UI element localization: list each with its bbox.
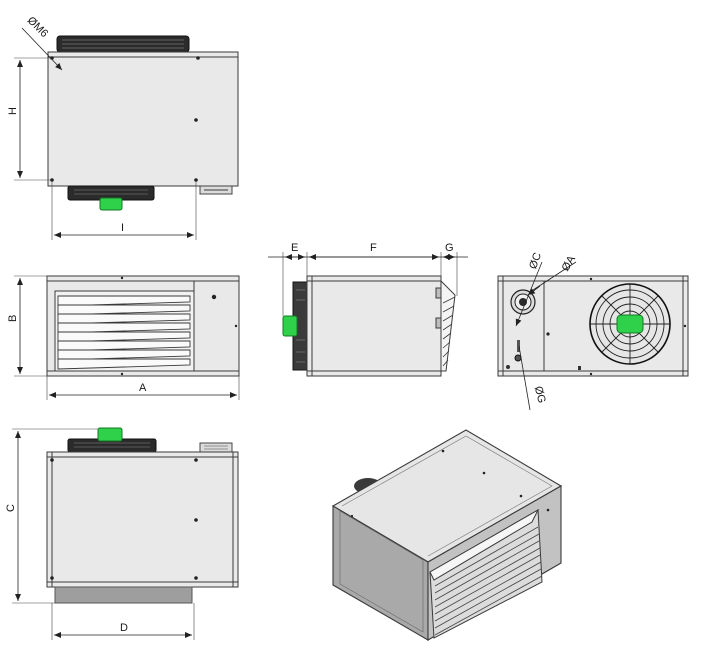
side-view: E F G xyxy=(268,242,468,377)
dim-label-d: D xyxy=(120,622,128,634)
dim-label-phi-c: ØC xyxy=(527,251,544,271)
dim-label-c: C xyxy=(5,504,17,512)
dim-label-g: G xyxy=(445,242,454,254)
dim-label-f: F xyxy=(370,242,377,254)
dim-label-e: E xyxy=(291,242,298,254)
dim-label-b: B xyxy=(7,315,19,322)
top-view: ØM6 H I xyxy=(7,15,239,240)
dim-label-phi-m6: ØM6 xyxy=(25,15,50,40)
dim-label-phi-g: ØG xyxy=(532,385,548,405)
dim-label-i: I xyxy=(121,222,124,234)
rear-view: ØC ØA ØG xyxy=(497,251,689,411)
dim-label-a: A xyxy=(139,382,147,394)
dim-label-h: H xyxy=(7,107,19,115)
bottom-view: C D xyxy=(5,427,239,640)
front-view: B A xyxy=(7,275,240,400)
isometric-view xyxy=(331,429,563,641)
